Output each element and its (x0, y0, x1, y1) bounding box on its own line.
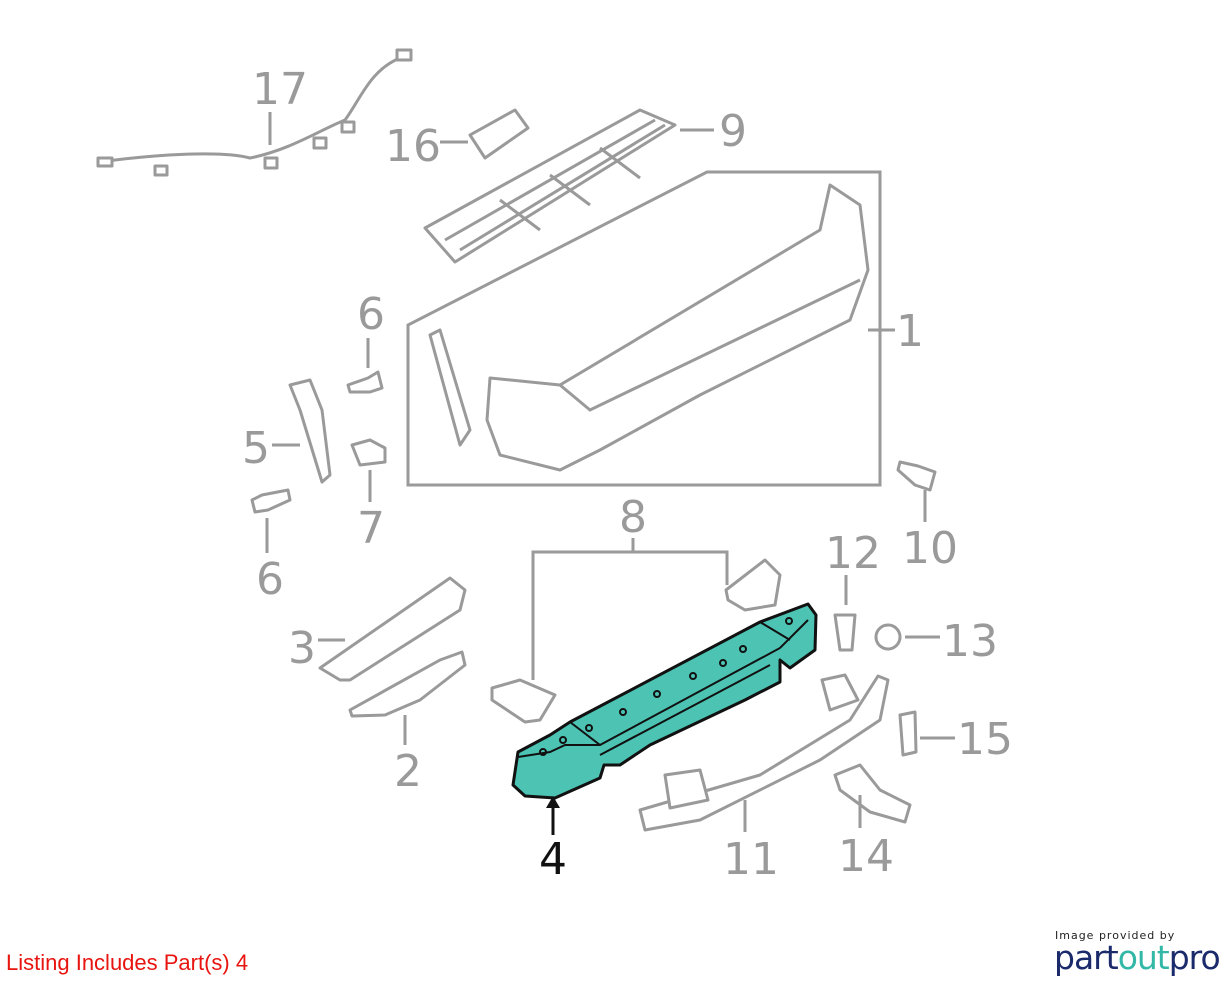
part-2-bracket (348, 650, 467, 718)
callout-6a: 6 (357, 289, 385, 340)
part-11-hitch-bar (638, 674, 890, 832)
callout-labels: 17 16 9 1 6 5 7 6 8 12 10 13 3 15 2 4 11… (242, 64, 1013, 885)
callout-2: 2 (394, 746, 422, 797)
callout-7: 7 (357, 503, 385, 554)
part-1-bumper-cover (406, 170, 882, 487)
callout-14: 14 (838, 831, 894, 882)
callout-10: 10 (902, 523, 958, 574)
callout-6b: 6 (256, 554, 284, 605)
part-8-bracket-right (724, 558, 782, 612)
callout-15: 15 (957, 714, 1013, 765)
callout-13: 13 (942, 616, 998, 667)
callout-9: 9 (719, 106, 747, 157)
callout-11: 11 (723, 834, 779, 885)
callout-8: 8 (619, 492, 647, 543)
callout-3: 3 (288, 623, 316, 674)
listing-includes-text: Listing Includes Part(s) 4 (6, 950, 249, 975)
logo-out: out (1117, 938, 1170, 977)
part-17-wiring-harness (96, 48, 413, 177)
part-15-pin (898, 710, 918, 757)
small-hardware-left (250, 370, 387, 514)
callout-1: 1 (896, 306, 924, 357)
logo-part: part (1054, 938, 1119, 977)
callout-16: 16 (385, 121, 441, 172)
part-13-nut (874, 623, 902, 651)
callout-5: 5 (242, 423, 270, 474)
callout-17: 17 (252, 64, 308, 115)
part-9-step-pad (423, 108, 677, 264)
partoutpro-logo: partoutpro (1054, 938, 1221, 977)
leader-arrows (265, 112, 955, 835)
callout-12: 12 (825, 528, 881, 579)
callout-4: 4 (539, 834, 567, 885)
part-16-bracket (468, 108, 530, 160)
part-8-bracket-left (490, 678, 557, 724)
part-10-bolt (896, 460, 937, 492)
image-credit: Image provided by (1055, 929, 1176, 942)
part-12-bolt (833, 613, 857, 652)
part-4-energy-absorber (511, 602, 818, 800)
logo-pro: pro (1168, 938, 1221, 977)
part-3-bracket (318, 576, 467, 682)
part-14-bracket (833, 763, 912, 824)
